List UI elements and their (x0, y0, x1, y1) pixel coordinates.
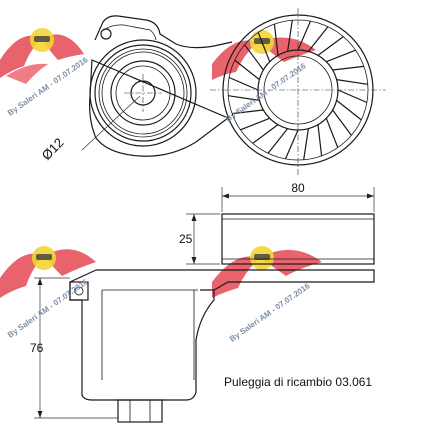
idler-spoke (267, 128, 289, 154)
width-label: 80 (291, 181, 305, 195)
side-view: 80 25 76 (30, 181, 375, 423)
idler-spoke (252, 124, 279, 144)
diameter-label: Ø12 (39, 135, 67, 163)
watermark-badge-car (34, 36, 50, 42)
tensioner-hub (110, 60, 176, 126)
idler-spoke (257, 32, 271, 62)
tensioner-pulley-groove-2 (101, 51, 185, 135)
height25-label: 25 (179, 232, 193, 246)
mounting-tab (69, 281, 89, 301)
tensioner-pulley-groove (98, 48, 188, 138)
idler-spoke (325, 118, 339, 148)
idler-spoke (317, 124, 323, 156)
watermark-texts: By Saleri AM - 07.07.2016 By Saleri AM -… (6, 55, 312, 344)
idler-pulley-side (221, 213, 375, 265)
idler-spoke (336, 79, 368, 85)
diameter-leader (81, 95, 141, 151)
idler-spoke (273, 24, 279, 56)
watermark-badge-car (254, 254, 270, 260)
height76-arrow-bottom (37, 411, 43, 418)
idler-spoke (326, 49, 356, 63)
mounting-lug-hole (100, 28, 112, 40)
watermark-wing-left (0, 35, 42, 78)
idler-spoke (240, 117, 270, 131)
height76-arrow-top (37, 278, 43, 285)
tensioner-bracket (89, 15, 233, 157)
watermark-logo (0, 28, 322, 298)
watermark-wing-right (260, 249, 322, 276)
idler-spoke (336, 99, 362, 121)
idler-spoke (337, 89, 368, 104)
top-view: Ø12 (39, 8, 386, 176)
watermark-text-mid-right: By Saleri AM - 07.07.2016 (228, 281, 312, 344)
idler-spoke (284, 129, 299, 160)
watermark-wing-lower (6, 63, 48, 84)
idler-spoke (232, 109, 264, 115)
idler-spoke (332, 109, 352, 136)
height25-arrow-bottom (191, 257, 197, 264)
tensioner-pulley-outer (89, 39, 197, 147)
watermark-logo-top-left (0, 28, 84, 84)
idler-spoke (332, 65, 364, 71)
height25-arrow-top (191, 214, 197, 221)
width-arrow-left (222, 193, 229, 199)
idler-spoke (228, 76, 259, 91)
bracket-inner-edge (103, 24, 157, 41)
height76-label: 76 (30, 341, 44, 355)
idler-spoke (244, 44, 264, 71)
idler-spoke (307, 26, 329, 52)
watermark-logo-mid-left (0, 246, 96, 298)
body-inner-edge (101, 289, 198, 380)
idler-spoke (228, 95, 260, 101)
idler-pulley-spokes (228, 20, 368, 160)
watermark-wing-left (212, 256, 260, 298)
idler-spoke (234, 59, 260, 81)
caption: Puleggia di ricambio 03.061 (224, 375, 372, 389)
watermark-badge-car (36, 254, 52, 260)
tensioner-hub-inner (115, 65, 171, 121)
tensioner-body (69, 269, 215, 401)
watermark-wing-left (0, 253, 44, 298)
mounting-tab-hole (74, 286, 84, 296)
idler-spoke (317, 36, 344, 56)
width-arrow-right (367, 193, 374, 199)
bottom-bolt (117, 399, 163, 423)
idler-spoke (287, 20, 293, 52)
watermark-wing-right (44, 249, 96, 276)
tensioner-pulley-rim (94, 44, 192, 142)
idler-spoke (297, 20, 312, 51)
idler-spoke (303, 128, 309, 160)
arm-plate (96, 269, 375, 291)
